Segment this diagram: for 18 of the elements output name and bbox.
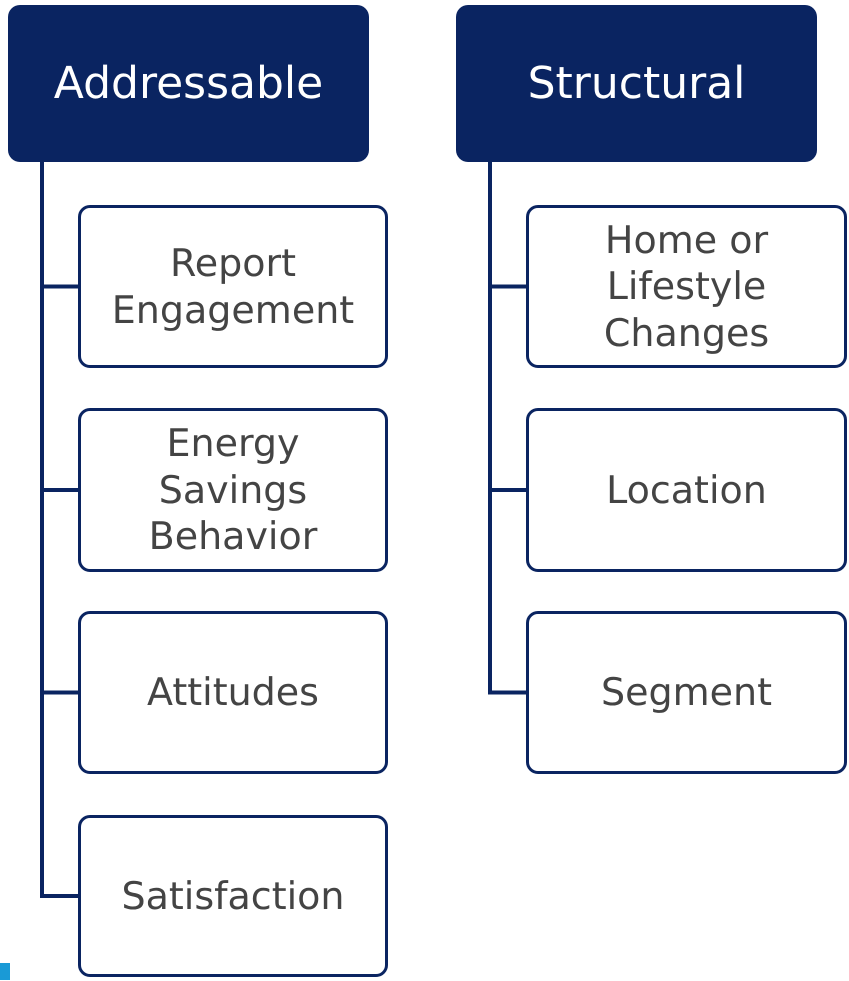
category-header-box [8, 5, 369, 162]
item-box [526, 611, 847, 774]
category-header-box [456, 5, 817, 162]
item-label: Home or Lifestyle Changes [602, 216, 770, 356]
category-title: Structural [528, 58, 746, 109]
item-box [78, 408, 388, 572]
category-title: Addressable [54, 58, 324, 109]
item-label: Location [606, 466, 767, 514]
item-label: Segment [601, 669, 772, 716]
item-box [526, 408, 847, 572]
item-box [78, 205, 388, 368]
item-box [78, 815, 388, 977]
item-label: Attitudes [147, 669, 319, 716]
item-label: Energy Savings Behavior [148, 420, 318, 560]
item-label: Report Engagement [110, 240, 356, 333]
item-box [526, 205, 847, 368]
item-label: Satisfaction [121, 872, 344, 920]
item-box [78, 611, 388, 774]
